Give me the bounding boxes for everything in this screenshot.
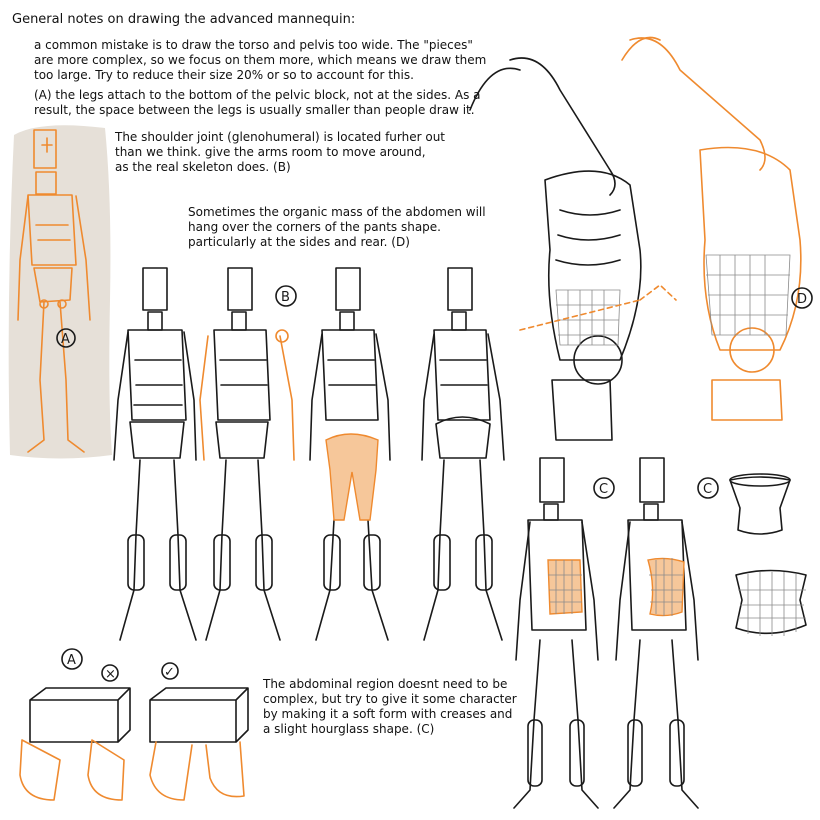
label-b-text: B — [281, 290, 290, 305]
label-d-text: D — [797, 292, 807, 307]
label-a-text-2: A — [67, 653, 76, 668]
pointer-line — [519, 284, 677, 331]
label-c-circle-2: C — [697, 477, 719, 499]
mannequin-4 — [421, 267, 505, 641]
label-d-circle: D — [791, 287, 813, 309]
note-abdominal-region: The abdominal region doesnt need to be c… — [263, 677, 517, 736]
figure-arms-raised-black — [469, 57, 642, 441]
right-mark-circle: ✓ — [161, 662, 179, 680]
label-a-text: A — [61, 332, 70, 347]
box-wrong — [19, 687, 131, 801]
label-b-circle: B — [275, 285, 297, 307]
mannequin-1 — [113, 267, 197, 641]
wrong-mark-icon: × — [105, 667, 116, 682]
mannequin-3 — [309, 267, 391, 641]
check-icon: ✓ — [164, 665, 175, 680]
figure-a-panel — [8, 125, 113, 459]
figure-a — [17, 129, 91, 453]
hourglass-form-large — [735, 569, 807, 636]
label-c-text-1: C — [599, 482, 608, 497]
label-a-circle-2: A — [61, 648, 83, 670]
note-legs: (A) the legs attach to the bottom of the… — [34, 88, 481, 117]
note-shoulder: The shoulder joint (glenohumeral) is loc… — [115, 130, 446, 174]
label-c-text-2: C — [703, 482, 712, 497]
label-c-circle-1: C — [593, 477, 615, 499]
hourglass-form-small — [729, 473, 791, 535]
note-torso-width: a common mistake is to draw the torso an… — [34, 38, 487, 82]
figure-black-belly-grid — [555, 289, 621, 346]
mannequin-c-2 — [613, 457, 699, 809]
note-abdomen-mass: Sometimes the organic mass of the abdome… — [188, 205, 486, 249]
box-right — [149, 687, 249, 801]
mannequin-c-1 — [513, 457, 599, 809]
label-a-circle: A — [56, 328, 76, 348]
page-title: General notes on drawing the advanced ma… — [12, 12, 356, 27]
mannequin-2 — [199, 267, 295, 641]
figure-arms-raised-orange — [621, 36, 802, 421]
wrong-mark-circle: × — [101, 664, 119, 682]
figure-orange-belly-grid — [705, 254, 791, 336]
